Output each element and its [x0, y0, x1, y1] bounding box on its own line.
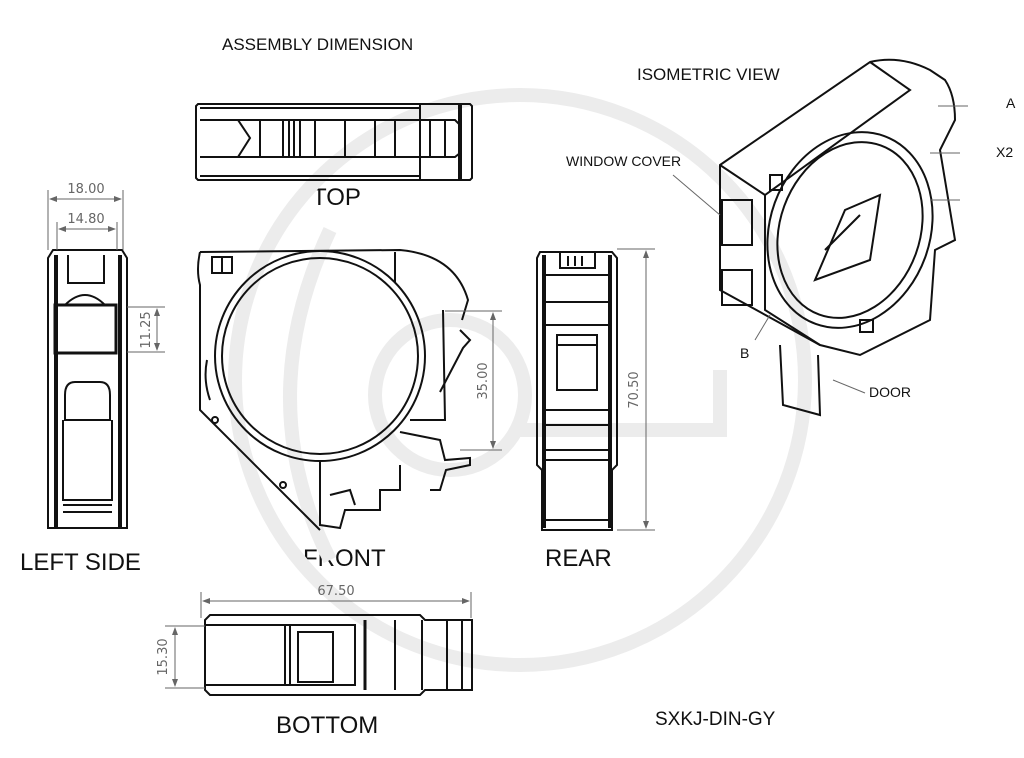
isometric-view-label: ISOMETRIC VIEW — [637, 65, 780, 84]
callout-door: DOOR — [869, 384, 911, 400]
dim-text-overall-length: 67.50 — [317, 584, 354, 599]
dim-14-80 — [56, 222, 118, 250]
callout-x2: X2 — [996, 144, 1014, 160]
bottom-view-drawing — [204, 614, 473, 696]
dim-11-25 — [127, 306, 165, 353]
rear-view-drawing — [536, 251, 618, 531]
isometric-view-drawing — [719, 58, 957, 417]
left-side-view-drawing — [47, 249, 128, 529]
drawing-title: ASSEMBLY DIMENSION — [222, 35, 414, 54]
dim-text-width-outer: 18.00 — [67, 182, 104, 197]
dim-70-50 — [617, 248, 655, 531]
front-view-label: FRONT — [303, 545, 386, 572]
callout-a: A — [1006, 95, 1016, 111]
watermark — [228, 88, 812, 672]
dim-35-00 — [445, 310, 502, 451]
dim-text-rail-height: 35.00 — [476, 362, 491, 399]
dim-text-bottom-width: 15.30 — [156, 638, 171, 675]
part-number: SXKJ-DIN-GY — [655, 709, 776, 730]
top-view-drawing — [195, 103, 473, 181]
callout-window-cover: WINDOW COVER — [566, 153, 682, 169]
dim-text-overall-height: 70.50 — [627, 371, 642, 408]
rear-view-label: REAR — [545, 545, 612, 572]
top-view-label: TOP — [312, 184, 361, 211]
dim-15-30 — [165, 625, 205, 689]
front-view-drawing — [197, 248, 472, 531]
dim-text-window-height: 11.25 — [139, 311, 154, 348]
callout-b: B — [740, 345, 750, 361]
dim-text-width-inner: 14.80 — [67, 212, 104, 227]
left-side-view-label: LEFT SIDE — [20, 549, 141, 576]
dim-18-00 — [47, 190, 124, 250]
dim-67-50 — [200, 592, 472, 618]
bottom-view-label: BOTTOM — [276, 712, 379, 739]
leader-lines — [672, 105, 968, 394]
